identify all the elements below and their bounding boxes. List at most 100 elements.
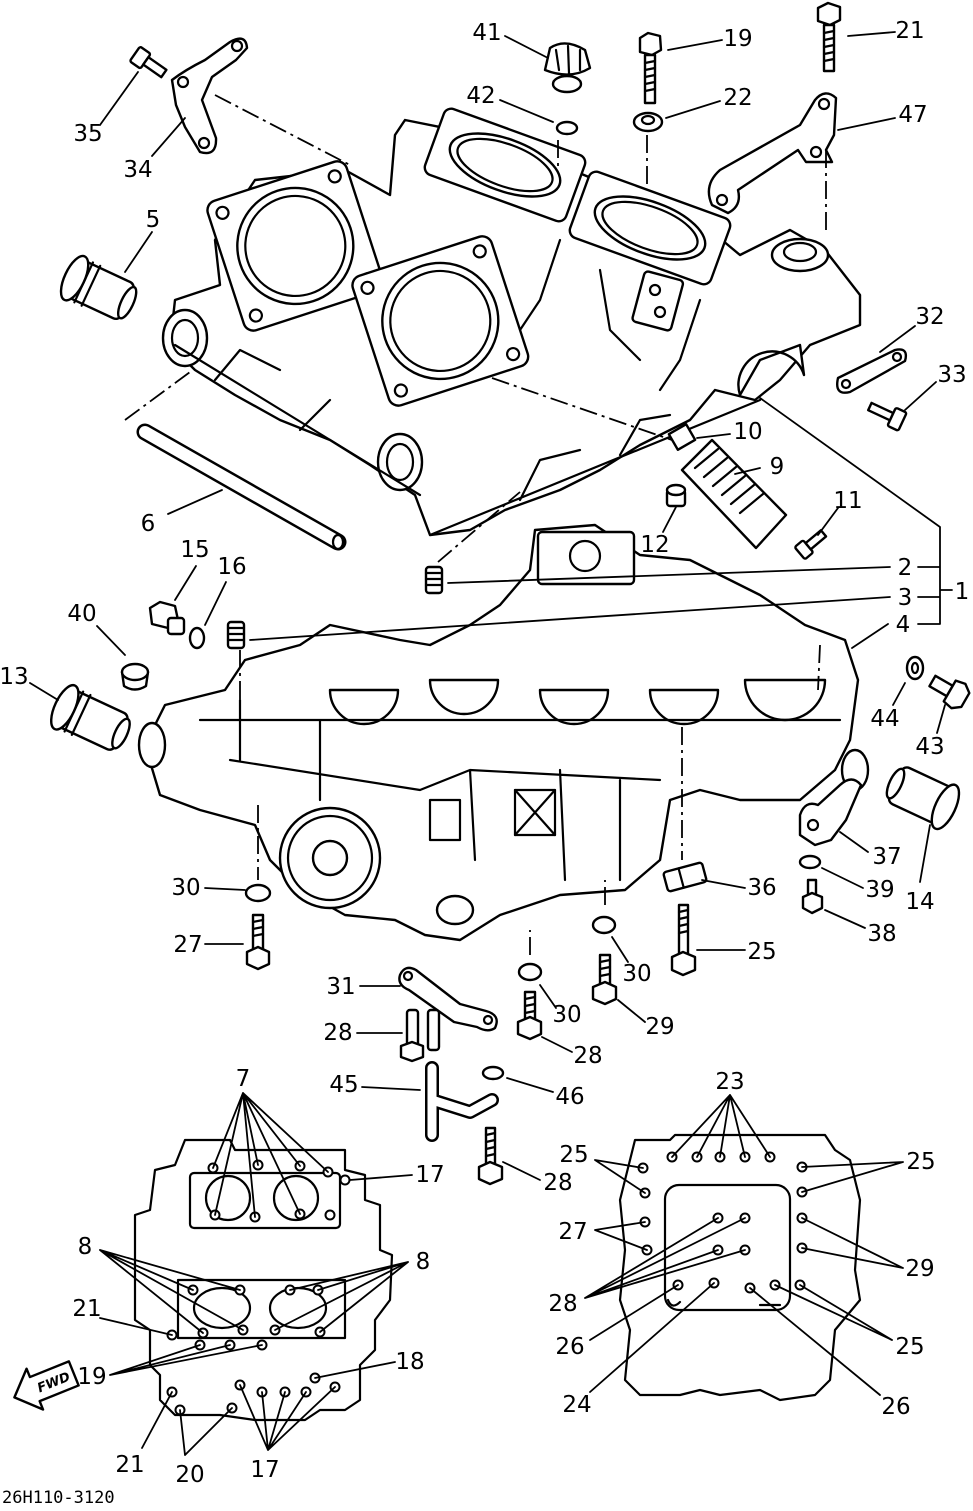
- leader-lines-exploded-view: [29, 31, 953, 1181]
- callout-17: 17: [415, 1162, 444, 1188]
- callout-43: 43: [915, 734, 944, 760]
- callout-35: 35: [73, 121, 102, 147]
- bolt-35: [129, 46, 168, 79]
- callout-39: 39: [865, 877, 894, 903]
- callout-29: 29: [645, 1014, 674, 1040]
- o-ring-42: [555, 120, 579, 136]
- callout-44: 44: [870, 706, 899, 732]
- callout-26: 26: [555, 1334, 584, 1360]
- callout-28: 28: [548, 1291, 577, 1317]
- callout-4: 4: [896, 612, 911, 638]
- washer-30-left: [244, 883, 272, 903]
- callout-7: 7: [236, 1066, 251, 1092]
- callout-26: 26: [881, 1394, 910, 1420]
- washer-16: [188, 626, 206, 650]
- o-ring-46: [481, 1065, 505, 1081]
- callout-36: 36: [747, 875, 776, 901]
- callout-24: 24: [562, 1392, 591, 1418]
- bolt-21: [816, 1, 842, 73]
- callout-16: 16: [217, 554, 246, 580]
- bracket-37: [798, 778, 863, 847]
- block-10: [667, 423, 697, 451]
- bracket-34: [170, 37, 249, 155]
- pipe-45: [425, 1061, 499, 1142]
- callout-21: 21: [895, 18, 924, 44]
- alignment-lines: [124, 94, 827, 955]
- callout-25: 25: [906, 1149, 935, 1175]
- callout-38: 38: [867, 921, 896, 947]
- bracket-47: [707, 92, 838, 215]
- plug-14: [885, 766, 961, 831]
- tube-6: [136, 423, 347, 551]
- callout-9: 9: [770, 454, 785, 480]
- bolt-15: [148, 600, 186, 636]
- callout-18: 18: [395, 1349, 424, 1375]
- callout-14: 14: [905, 889, 934, 915]
- callout-34: 34: [123, 157, 152, 183]
- upper-crankcase: [161, 107, 862, 537]
- callout-31: 31: [326, 974, 355, 1000]
- lower-case-bolt-plan: [618, 1133, 862, 1402]
- callout-28: 28: [323, 1020, 352, 1046]
- callout-5: 5: [146, 207, 161, 233]
- cap-40: [120, 662, 150, 691]
- bolt-25: [670, 903, 697, 977]
- callout-8: 8: [78, 1234, 93, 1260]
- dowel-2: [424, 565, 444, 595]
- callout-21: 21: [115, 1452, 144, 1478]
- washer-44: [905, 655, 925, 681]
- callout-6: 6: [141, 511, 156, 537]
- callout-12: 12: [640, 532, 669, 558]
- dowel-3: [226, 620, 246, 650]
- plug-12: [665, 483, 687, 508]
- bolt-27: [245, 913, 271, 971]
- callout-19: 19: [723, 26, 752, 52]
- callout-27: 27: [173, 932, 202, 958]
- callout-47: 47: [898, 102, 927, 128]
- bolt-hole-marker: [324, 1209, 336, 1221]
- callout-28: 28: [573, 1043, 602, 1069]
- callout-30: 30: [171, 875, 200, 901]
- screw-33: [866, 401, 908, 432]
- plate-31: [398, 966, 498, 1032]
- lower-plan-bolt-holes: [637, 1151, 808, 1294]
- leader-lines-upper-plan: [99, 1092, 413, 1456]
- block-36: [662, 861, 708, 893]
- washer-30-right: [517, 962, 543, 982]
- callout-33: 33: [937, 362, 966, 388]
- upper-plan-callouts: 7 17 8 8 21 19 18 21 20 17: [72, 1066, 444, 1488]
- bolt-19: [638, 31, 663, 105]
- upper-case-bolt-plan: [133, 1138, 394, 1422]
- callout-20: 20: [175, 1462, 204, 1488]
- callout-30: 30: [552, 1002, 581, 1028]
- callout-17: 17: [250, 1457, 279, 1483]
- callout-19: 19: [77, 1364, 106, 1390]
- callout-15: 15: [180, 537, 209, 563]
- bolt-29: [591, 953, 618, 1006]
- lower-crankcase: [137, 523, 870, 942]
- callout-25: 25: [559, 1142, 588, 1168]
- callout-25: 25: [747, 939, 776, 965]
- washer-22: [632, 111, 664, 133]
- forward-arrow: FWD: [13, 1360, 80, 1411]
- callout-11: 11: [833, 488, 862, 514]
- screw-38: [801, 878, 824, 915]
- callout-46: 46: [555, 1084, 584, 1110]
- callout-42: 42: [466, 83, 495, 109]
- drawing-code: 26H110-3120: [2, 1488, 115, 1508]
- plug-5: [59, 254, 138, 321]
- exploded-view-callouts: 41 19 21 42 22 47 35 34 5 32 33 10 9 6 1…: [0, 18, 969, 1196]
- callout-40: 40: [67, 601, 96, 627]
- bolt-28-right: [516, 990, 543, 1041]
- callout-27: 27: [558, 1219, 587, 1245]
- callout-21: 21: [72, 1296, 101, 1322]
- callout-1: 1: [955, 579, 970, 605]
- bolt-28-left: [399, 1008, 441, 1063]
- callout-2: 2: [898, 555, 913, 581]
- callout-25: 25: [895, 1334, 924, 1360]
- callout-22: 22: [723, 85, 752, 111]
- callout-45: 45: [329, 1072, 358, 1098]
- washer-39: [798, 854, 822, 870]
- callout-41: 41: [472, 20, 501, 46]
